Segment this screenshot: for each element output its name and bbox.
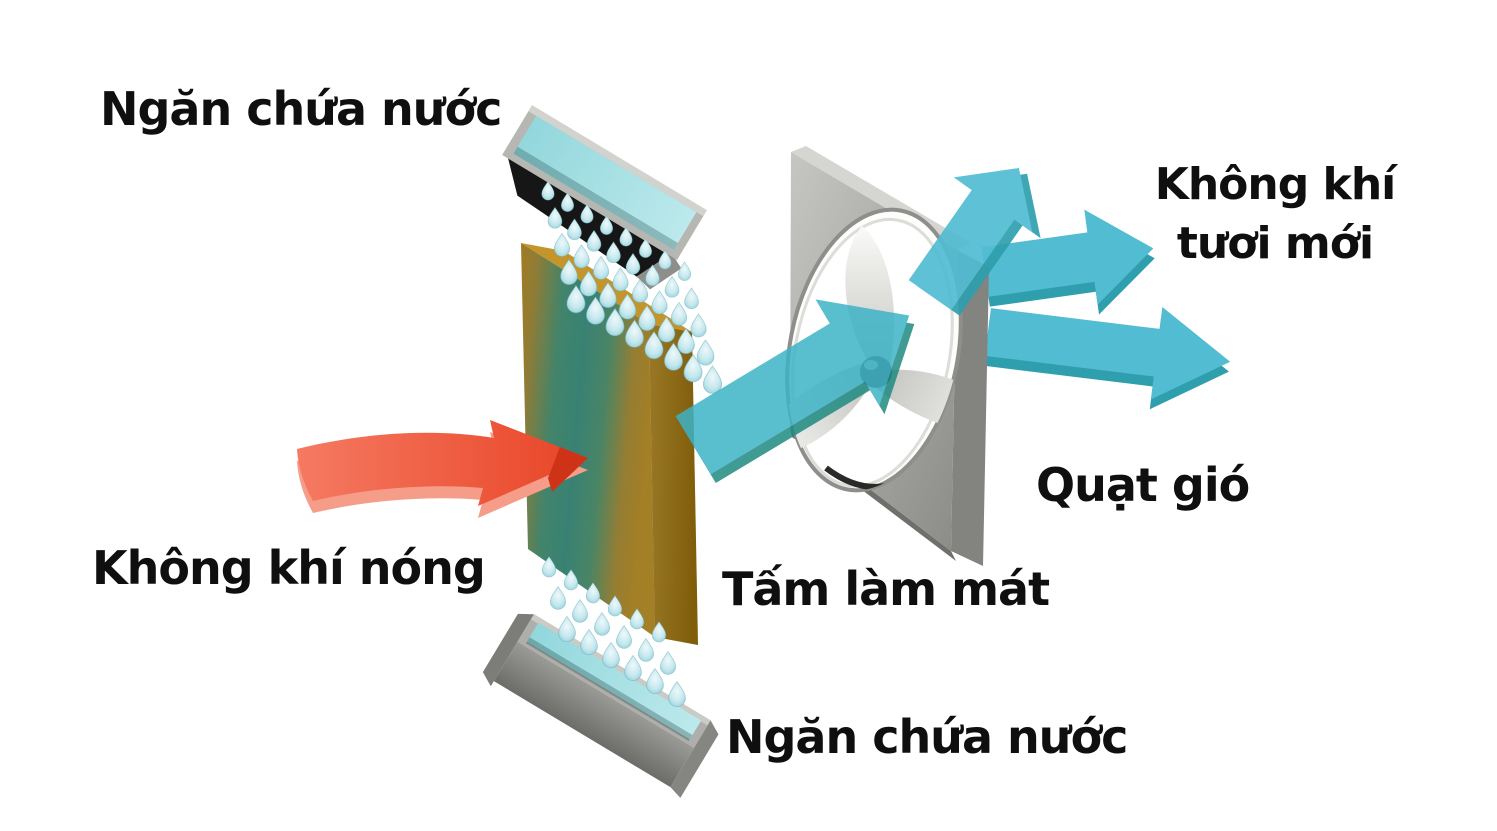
- water-droplet: [624, 655, 642, 682]
- through-arrow-face: [675, 299, 910, 475]
- top-tray-water-shadow: [513, 146, 678, 250]
- water-droplet: [664, 276, 680, 298]
- water-droplet: [670, 302, 688, 326]
- water-droplet: [668, 681, 686, 708]
- water-droplet: [684, 287, 699, 310]
- bottom-tray-endcap: [670, 720, 719, 798]
- hot-air-arrow-top: [297, 420, 588, 506]
- water-droplet: [646, 668, 664, 695]
- water-droplet: [638, 638, 654, 662]
- label-fan: Quạt gió: [1036, 458, 1250, 512]
- water-droplet: [696, 339, 715, 366]
- top-tray-rim-highlight: [528, 105, 707, 217]
- water-droplet: [594, 612, 610, 636]
- water-droplet: [573, 244, 590, 269]
- fresh-air-arrow-middle: [981, 209, 1155, 315]
- fresh-air-arrow-bottom-face: [985, 307, 1231, 400]
- label-bottom-water-tray: Ngăn chứa nước: [726, 710, 1128, 764]
- bottom-water-tray: [482, 613, 719, 798]
- top-tray-water: [513, 115, 697, 250]
- cooling-pad: [521, 243, 698, 645]
- bottom-tray-water: [526, 622, 702, 740]
- fresh-air-arrow-middle-face: [981, 209, 1154, 305]
- water-droplet: [550, 586, 566, 610]
- bottom-tray-left-cap: [482, 613, 535, 687]
- water-droplet: [580, 629, 598, 656]
- label-top-water-tray: Ngăn chứa nước: [100, 82, 502, 136]
- pad-front-grain: [521, 243, 655, 637]
- water-droplet: [602, 642, 620, 669]
- pad-side-grain: [649, 324, 698, 645]
- water-droplet: [660, 651, 676, 675]
- label-hot-air: Không khí nóng: [92, 541, 486, 595]
- bottom-tray-water-shadow: [525, 637, 693, 742]
- water-droplet: [702, 365, 723, 394]
- water-droplet: [690, 313, 707, 338]
- water-droplet: [677, 261, 692, 281]
- water-droplet: [553, 233, 571, 257]
- water-droplet: [651, 290, 668, 315]
- water-droplet: [616, 625, 632, 649]
- top-water-tray: [502, 105, 707, 290]
- water-droplet: [612, 267, 629, 292]
- label-fresh-air-line1: Không khí: [1154, 159, 1396, 210]
- label-fresh-air: Không khí tươi mới: [1120, 155, 1430, 274]
- label-cooling-pad: Tấm làm mát: [722, 562, 1050, 616]
- fresh-air-through-arrow: [675, 299, 915, 483]
- fresh-air-arrow-bottom: [983, 307, 1231, 410]
- water-droplet: [558, 616, 576, 643]
- fresh-air-arrow-top: [908, 168, 1041, 316]
- hot-air-arrow: [297, 420, 588, 518]
- water-droplet: [572, 599, 588, 623]
- bottom-tray-front-face: [493, 641, 695, 788]
- label-fresh-air-line2: tươi mới: [1176, 218, 1374, 270]
- fresh-air-arrow-top-face: [908, 168, 1033, 310]
- water-droplet: [592, 256, 610, 280]
- bottom-tray-rim-highlight: [530, 614, 711, 726]
- hot-air-arrow-tip-shade: [548, 447, 588, 492]
